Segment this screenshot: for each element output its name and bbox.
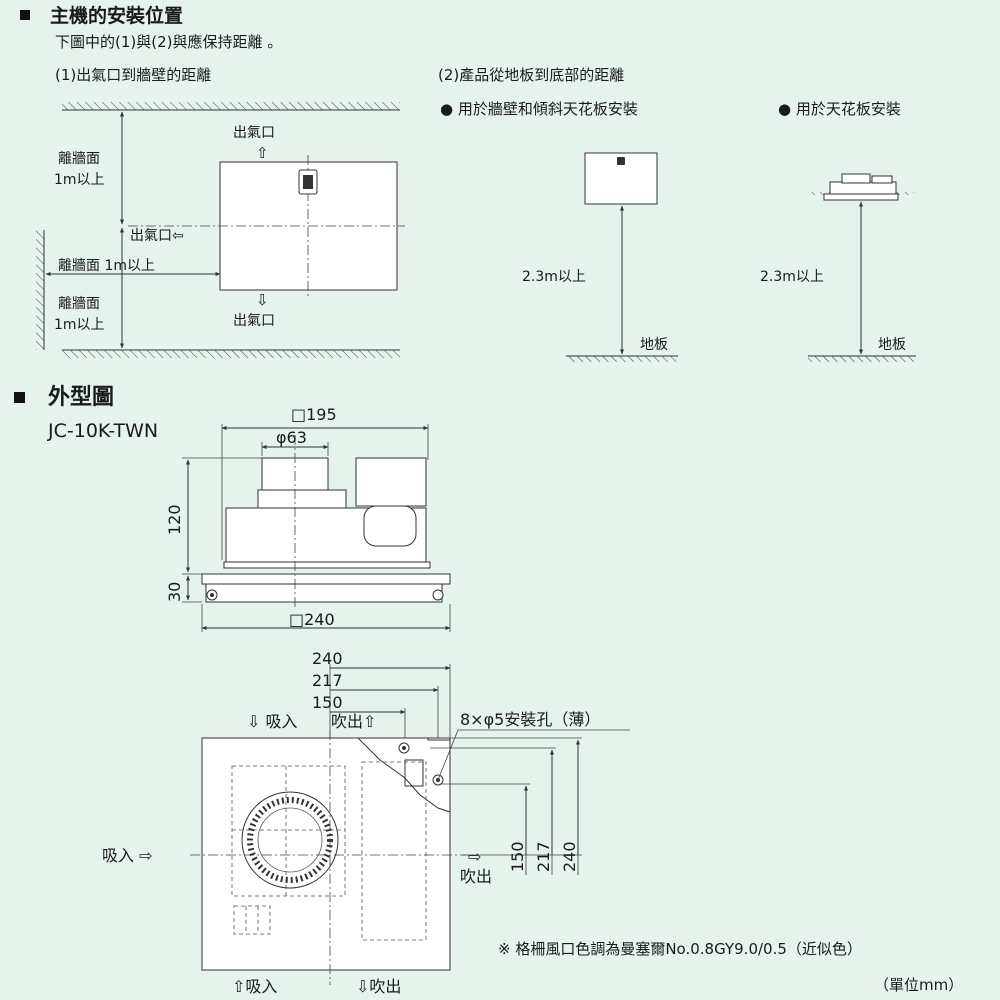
wall-top-label-2: 1m以上	[54, 172, 105, 188]
floor-label-ceiling: 地板	[878, 337, 906, 353]
wall-hatch	[36, 230, 45, 350]
floor-label-wall: 地板	[640, 337, 668, 353]
bullet-ceiling-install: ● 用於天花板安裝	[778, 100, 901, 118]
unit-port-inner	[303, 175, 313, 189]
ceiling-install-unit	[808, 173, 914, 201]
exhaust-bottom-label: ⇩吹出	[356, 977, 401, 996]
right-dim-217: 217	[534, 841, 553, 872]
ceiling-hatch	[62, 102, 400, 111]
bullet-square-2	[14, 392, 25, 403]
right-dim-150: 150	[508, 841, 527, 872]
floor-hatch	[62, 349, 400, 358]
floor-hatch-ceiling	[808, 356, 916, 362]
wall-bot-label-1: 離牆面	[58, 295, 100, 312]
color-note: ※ 格柵風口色調為曼塞爾No.0.8GY9.0/0.5（近似色）	[498, 940, 862, 958]
top-dim-217: 217	[312, 671, 343, 690]
intake-top-label: ⇩ 吸入	[247, 712, 298, 731]
mounting-holes-label: 8×φ5安裝孔（薄）	[460, 710, 600, 729]
dim-width-240: □240	[289, 610, 335, 629]
unit-note: （單位mm）	[874, 976, 963, 994]
section1-title: 主機的安裝位置	[50, 4, 183, 27]
top-dim-240: 240	[312, 649, 343, 668]
exhaust-right-label: 吹出	[460, 867, 492, 886]
wall-top-label-1: 離牆面	[58, 150, 100, 167]
model-number: JC-10K-TWN	[47, 420, 158, 442]
outlet-label-top: 出氣口	[233, 125, 275, 141]
bullet-wall-install: ● 用於牆壁和傾斜天花板安裝	[440, 100, 638, 118]
top-view	[190, 664, 630, 985]
top-dim-150: 150	[312, 693, 343, 712]
intake-bottom-label: ⇧吸入	[232, 977, 277, 996]
dim-height-30: 30	[165, 582, 184, 602]
exhaust-top-label: 吹出⇧	[331, 712, 376, 731]
height-label-ceiling: 2.3m以上	[760, 269, 824, 285]
side-view	[182, 424, 451, 632]
outlet-arrow-up: ⇧	[256, 144, 269, 162]
right-dim-240: 240	[560, 841, 579, 872]
section1-intro: 下圖中的(1)與(2)與應保持距離 。	[55, 33, 282, 51]
section2-title: 外型圖	[48, 384, 114, 410]
floor-hatch-wall	[566, 356, 678, 362]
dim-diameter-63: φ63	[276, 428, 307, 447]
dim-width-195: □195	[291, 405, 337, 424]
outlet-label-left: 出氣口⇦	[130, 228, 184, 244]
intake-left-label: 吸入 ⇨	[102, 846, 153, 865]
dim-height-120: 120	[165, 504, 184, 535]
bullet-square-1	[20, 10, 30, 20]
height-label-wall: 2.3m以上	[522, 269, 586, 285]
outlet-arrow-down: ⇩	[256, 291, 269, 309]
exhaust-right-arrow: ⇨	[468, 847, 481, 866]
wall-mid-label: 離牆面 1m以上	[58, 257, 155, 274]
wall-bot-label-2: 1m以上	[54, 317, 105, 333]
part2-title: (2)產品從地板到底部的距離	[438, 66, 624, 84]
part1-title: (1)出氣口到牆壁的距離	[55, 66, 211, 84]
wall-install-port	[617, 157, 625, 165]
outlet-label-bottom: 出氣口	[233, 313, 275, 329]
